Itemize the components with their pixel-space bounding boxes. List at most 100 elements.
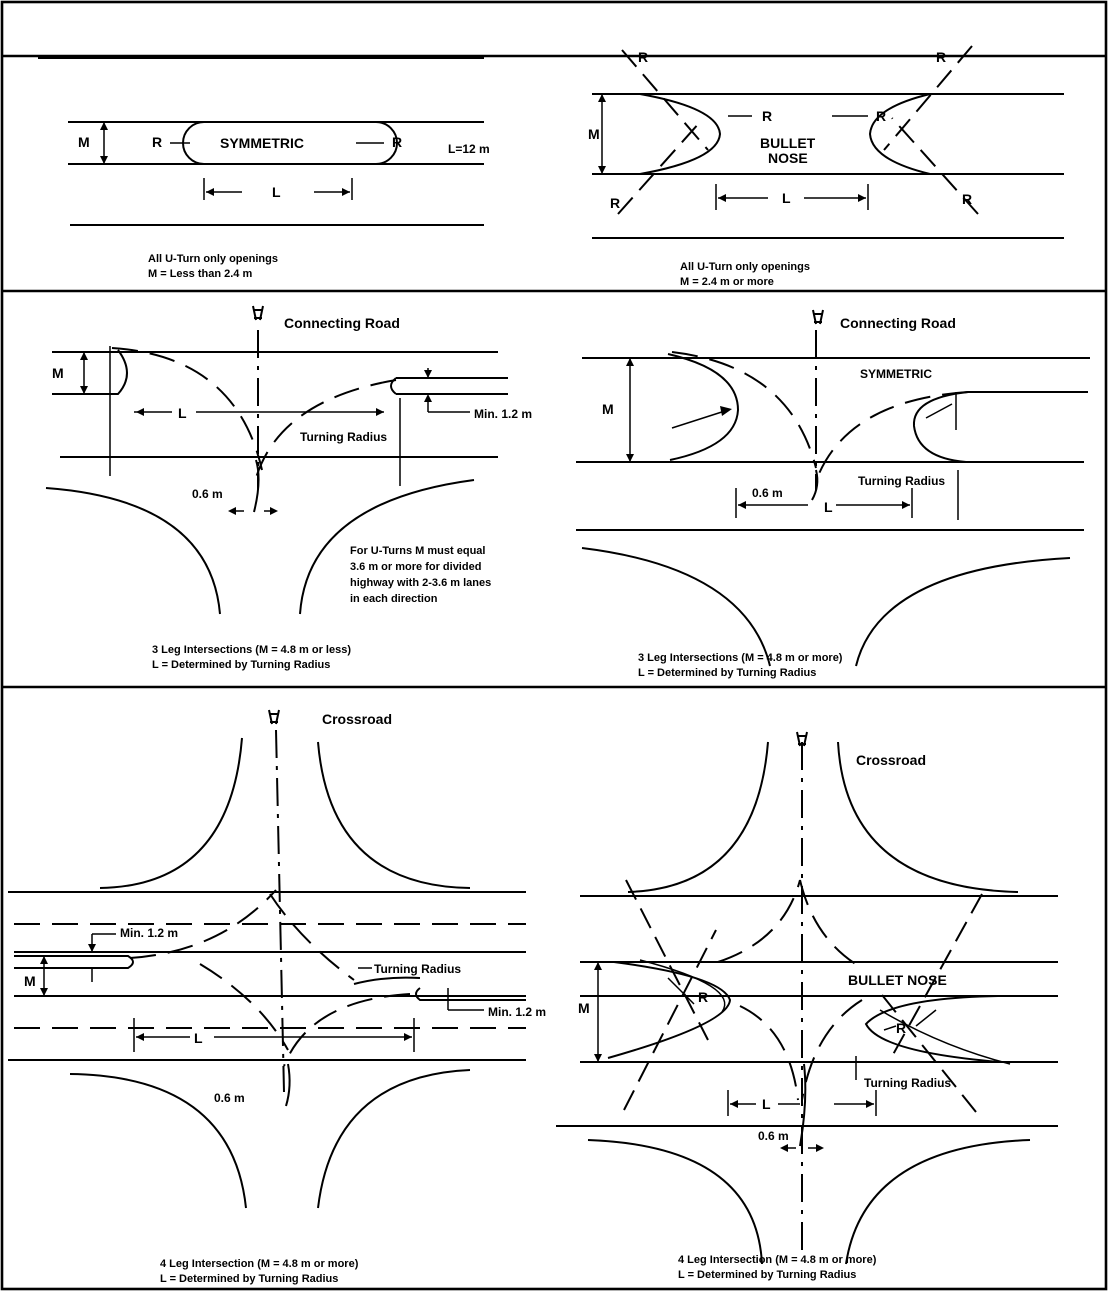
median-noses <box>14 955 526 1001</box>
caption-line-2: L = Determined by Turning Radius <box>152 659 330 671</box>
min-dimension <box>424 368 470 413</box>
caption-line-2: L = Determined by Turning Radius <box>160 1273 338 1285</box>
caption-line-2: L = Determined by Turning Radius <box>638 667 816 679</box>
r-label-left: R <box>152 134 162 150</box>
m-dimension <box>598 94 606 174</box>
road-edges <box>556 895 1058 1127</box>
r-label-top-left: R <box>638 49 648 65</box>
road-label: Crossroad <box>856 752 926 768</box>
m-label: M <box>602 401 614 417</box>
corner-returns <box>45 479 475 615</box>
m-label: M <box>24 973 36 989</box>
r-label-right: R <box>896 1020 906 1036</box>
panel-4-leg-bullet-nose: Crossroad BULLET NOSE M R R Turning Radi… <box>556 741 1058 1281</box>
m-label: M <box>588 126 600 142</box>
panel-3-leg-narrow: M L Connecting Road Min. 1.2 m Turning R… <box>45 315 532 671</box>
turning-radius-label: Turning Radius <box>374 962 461 976</box>
corner-returns <box>587 741 1031 1265</box>
r-label-top-right: R <box>936 49 946 65</box>
offset-mark <box>811 469 819 501</box>
bullet-noses <box>607 959 1011 1065</box>
turning-radius-label: Turning Radius <box>864 1076 951 1090</box>
l-label: L <box>824 499 833 515</box>
caption-line-1: All U-Turn only openings <box>148 253 278 265</box>
radius-construction-lines <box>617 45 979 215</box>
m-dimension <box>594 962 602 1062</box>
centerline-symbol-icon <box>812 309 824 325</box>
turning-paths <box>717 879 863 1101</box>
m-dimension <box>626 358 634 462</box>
l-dimension <box>735 470 959 520</box>
offset-mark <box>228 459 278 515</box>
m-dimension <box>100 122 108 164</box>
bullet-noses <box>639 93 931 175</box>
l-label: L <box>194 1030 203 1046</box>
road-label: Crossroad <box>322 711 392 727</box>
type-label-line-1: BULLET <box>760 135 816 151</box>
panel-3-leg-wide: Connecting Road SYMMETRIC M Turning Radi… <box>576 315 1090 679</box>
panel-bullet-nose-u-turn: M R R R R R R BULLET NOSE L All U-Turn o… <box>588 45 1064 288</box>
offset-mark <box>285 1063 291 1107</box>
road-edges <box>52 351 508 458</box>
caption-line-1: 3 Leg Intersections (M = 4.8 m or less) <box>152 644 351 656</box>
r-label-inner-right: R <box>876 108 886 124</box>
centerline-symbol-icon <box>796 731 808 747</box>
type-label: SYMMETRIC <box>220 135 304 151</box>
offset-label: 0.6 m <box>214 1091 245 1105</box>
m-label: M <box>578 1000 590 1016</box>
turning-paths <box>129 889 421 1067</box>
offset-label: 0.6 m <box>192 487 223 501</box>
caption-line-1: 4 Leg Intersection (M = 4.8 m or more) <box>678 1254 877 1266</box>
offset-label: 0.6 m <box>758 1129 789 1143</box>
caption-line-2: L = Determined by Turning Radius <box>678 1269 856 1281</box>
radius-construction-lines <box>623 879 983 1113</box>
turning-radius-label: Turning Radius <box>300 430 387 444</box>
l-label: L <box>272 184 281 200</box>
median-noses <box>667 353 969 463</box>
min-dimension-top <box>88 933 116 952</box>
panel-4-leg-symmetric: Crossroad Min. 1.2 m M Turning Radius Mi… <box>8 711 546 1285</box>
turning-paths <box>111 347 397 479</box>
l-dimension <box>203 178 353 200</box>
min-label-bottom: Min. 1.2 m <box>488 1005 546 1019</box>
note-line-2: 3.6 m or more for divided <box>350 561 481 573</box>
caption-line-2: M = 2.4 m or more <box>680 276 774 288</box>
r-label-bottom-left: R <box>610 195 620 211</box>
caption-line-1: 4 Leg Intersection (M = 4.8 m or more) <box>160 1258 359 1270</box>
centerline-symbol-icon <box>252 305 264 321</box>
l-dimension <box>727 1056 877 1116</box>
type-label: BULLET NOSE <box>848 972 947 988</box>
turning-radius-label: Turning Radius <box>858 474 945 488</box>
l-dimension <box>133 1018 415 1052</box>
caption-line-2: M = Less than 2.4 m <box>148 268 252 280</box>
panel-symmetric-u-turn: M R SYMMETRIC R L=12 m L All U-Turn only… <box>38 57 490 280</box>
corner-returns <box>69 737 471 1209</box>
road-label: Connecting Road <box>840 315 956 331</box>
l-dimension <box>134 398 401 486</box>
corner-returns <box>581 547 1071 667</box>
r-label-inner-left: R <box>762 108 772 124</box>
l-label: L <box>178 405 187 421</box>
m-dimension <box>80 346 111 476</box>
type-label: SYMMETRIC <box>860 367 932 381</box>
road-label: Connecting Road <box>284 315 400 331</box>
min-dimension-bottom <box>447 988 484 1011</box>
min-label: Min. 1.2 m <box>474 407 532 421</box>
caption-line-1: All U-Turn only openings <box>680 261 810 273</box>
road-edges <box>576 357 1090 531</box>
centerline <box>275 729 285 1093</box>
offset-label: 0.6 m <box>752 486 783 500</box>
r-label-left: R <box>698 989 708 1005</box>
m-label: M <box>52 365 64 381</box>
note-line-1: For U-Turns M must equal <box>350 545 485 557</box>
centerline-symbol-icon <box>268 709 280 725</box>
l-label: L <box>782 190 791 206</box>
type-label-line-2: NOSE <box>768 150 808 166</box>
median-noses <box>52 349 397 395</box>
m-label: M <box>78 134 90 150</box>
l-dimension <box>715 184 869 210</box>
turning-paths <box>671 351 969 477</box>
